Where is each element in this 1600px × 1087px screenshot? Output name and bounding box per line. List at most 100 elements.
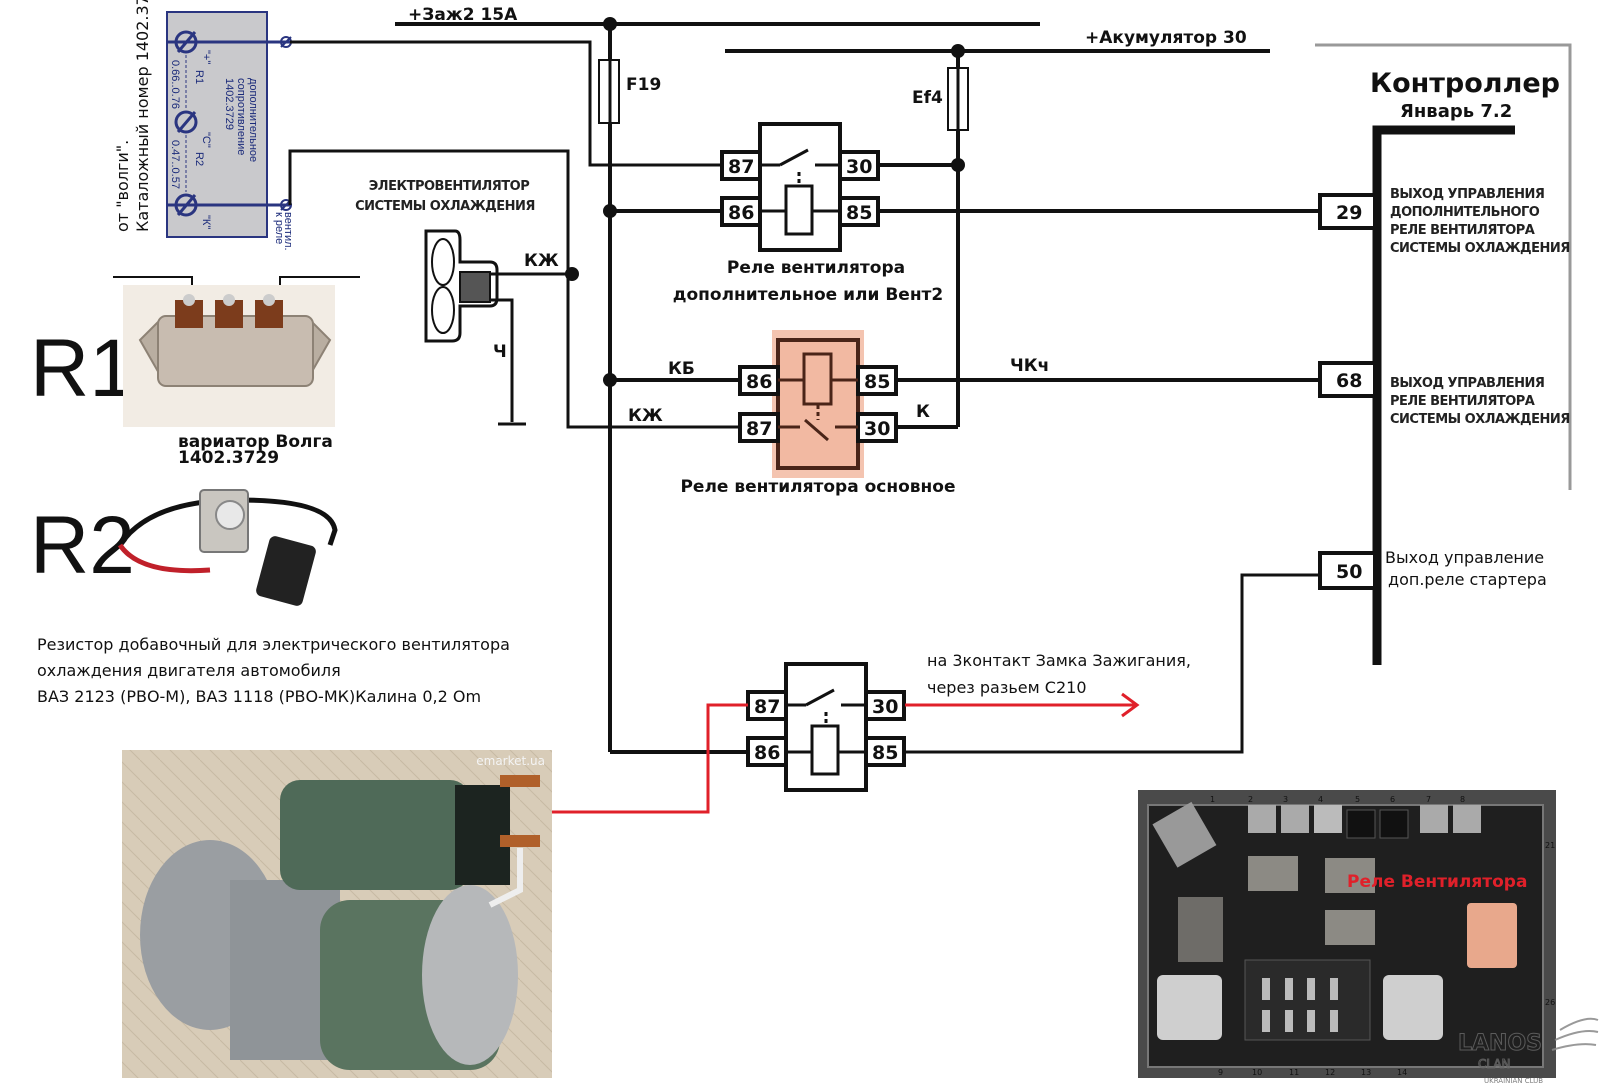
r1-value: 0.66..0.76 <box>169 60 181 109</box>
wire-resistor-k-to-relay2-87 <box>288 149 740 429</box>
relay-additional-pin-87: 87 <box>728 156 754 178</box>
wings-icon <box>1551 1017 1599 1051</box>
r2-photo: R2 Резистор добавочный для электрическог… <box>30 489 510 706</box>
terminal-k: "К" <box>200 215 212 229</box>
fuse-f19: F19 <box>598 24 661 752</box>
relay-starter-pin-86: 86 <box>754 742 780 764</box>
wire-label-kb: КБ <box>668 359 695 379</box>
fusebox-num-2: 2 <box>1248 795 1253 804</box>
lanos-clan-watermark: LANOS CLAN UKRAINIAN CLUB <box>1458 1017 1599 1085</box>
r1-caption-1: вариатор Волга <box>178 432 333 452</box>
wire-label-kzh-relay: КЖ <box>628 406 663 426</box>
terminal-plus: "+" <box>200 50 212 64</box>
pin29-desc-2: ДОПОЛНИТЕЛЬНОГО <box>1390 205 1540 220</box>
relay-starter: 87 86 30 85 на 3контакт Замка Зажигания,… <box>451 573 1320 816</box>
fuse-ef4-label: Ef4 <box>912 88 943 108</box>
fusebox-num-6: 6 <box>1390 795 1395 804</box>
resistor-side-text-1: от "волги". <box>113 140 132 232</box>
power-rails: +Заж2 15А +Акумулятор 30 <box>395 5 1270 58</box>
pin68-desc-3: СИСТЕМЫ ОХЛАЖДЕНИЯ <box>1390 412 1570 427</box>
pin50-desc-2: доп.реле стартера <box>1388 570 1547 589</box>
fusebox-num-9: 9 <box>1218 1068 1223 1077</box>
fusebox-num-12: 12 <box>1325 1068 1335 1077</box>
controller: Контроллер Январь 7.2 29 68 50 ВЫХОД УПР… <box>1315 43 1572 665</box>
fan-blade-icon <box>431 238 455 286</box>
r1-caption-2: 1402.3729 <box>178 448 279 468</box>
pin50-desc-1: Выход управление <box>1385 548 1544 567</box>
fan-label-1: ЭЛЕКТРОВЕНТИЛЯТОР <box>369 179 529 194</box>
pin29-desc-3: РЕЛЕ ВЕНТИЛЯТОРА <box>1390 223 1535 238</box>
starter-watermark: emarket.ua <box>476 754 545 768</box>
r2-caption-1: Резистор добавочный для электрического в… <box>37 635 510 654</box>
wire-label-ch: Ч <box>493 342 507 362</box>
r2-big-label: R2 <box>30 500 135 591</box>
fuse-ef4: Ef4 <box>912 51 969 427</box>
controller-pin-29: 29 <box>1336 202 1362 224</box>
terminal-c: "С" <box>200 132 212 148</box>
fusebox-photo: Реле Вентилятора 1 2 3 4 5 6 7 8 9 10 11… <box>1138 790 1599 1085</box>
fusebox-num-13: 13 <box>1361 1068 1371 1077</box>
fusebox-num-1: 1 <box>1210 795 1215 804</box>
relay-starter-pin-30: 30 <box>872 696 898 718</box>
r2-caption-3: ВАЗ 2123 (РВО-М), ВАЗ 1118 (РВО-МК)Калин… <box>37 687 481 706</box>
fusebox-num-11: 11 <box>1289 1068 1299 1077</box>
fusebox-highlight-label: Реле Вентилятора <box>1347 872 1527 892</box>
starter-note-1: на 3контакт Замка Зажигания, <box>927 651 1191 670</box>
r2-caption-2: охлаждения двигателя автомобиля <box>37 661 341 680</box>
fusebox-num-4: 4 <box>1318 795 1323 804</box>
fusebox-num-5: 5 <box>1355 795 1360 804</box>
pin29-desc-4: СИСТЕМЫ ОХЛАЖДЕНИЯ <box>1390 241 1570 256</box>
starter-photo: emarket.ua <box>122 750 552 1078</box>
wire-label-k: К <box>916 402 930 422</box>
relay-main: 86 87 85 30 Реле вентилятора основное КБ… <box>610 330 1320 497</box>
relay-additional-pin-86: 86 <box>728 202 754 224</box>
r1-photo: R1 вариатор Волга 1402.3729 <box>30 276 360 468</box>
relay-main-pin-30: 30 <box>864 418 890 440</box>
relay-main-pin-86: 86 <box>746 371 772 393</box>
fuse-f19-label: F19 <box>626 75 661 95</box>
wire-label-chkch: ЧКч <box>1010 356 1049 376</box>
to-fan-line-2: вентил. <box>282 212 294 251</box>
relay-main-pin-87: 87 <box>746 418 772 440</box>
fusebox-num-3: 3 <box>1283 795 1288 804</box>
fusebox-num-8: 8 <box>1460 795 1465 804</box>
relay-additional-pin-30: 30 <box>846 156 872 178</box>
watermark-clan: CLAN <box>1478 1057 1511 1071</box>
controller-title: Контроллер <box>1370 68 1560 99</box>
pin29-desc-1: ВЫХОД УПРАВЛЕНИЯ <box>1390 187 1544 202</box>
r2-value: 0.47..0.57 <box>169 140 181 189</box>
fusebox-num-14: 14 <box>1397 1068 1407 1077</box>
fusebox-num-7: 7 <box>1426 795 1431 804</box>
pin68-desc-1: ВЫХОД УПРАВЛЕНИЯ <box>1390 376 1544 391</box>
relay-main-label: Реле вентилятора основное <box>680 477 955 497</box>
wire-resistor-to-relay1-87 <box>290 40 740 167</box>
arrow-right-icon <box>1121 692 1140 718</box>
relay-starter-pin-85: 85 <box>872 742 898 764</box>
relay-additional-label-1: Реле вентилятора <box>727 258 905 278</box>
resistor-side-text-2: Каталожный номер 1402.3729 <box>133 0 152 232</box>
relay-starter-pin-87: 87 <box>754 696 780 718</box>
r2-symbol: R2 <box>193 152 205 166</box>
watermark-club: UKRAINIAN CLUB <box>1484 1077 1543 1085</box>
controller-subtitle: Январь 7.2 <box>1400 101 1512 122</box>
fusebox-num-26: 26 <box>1545 998 1555 1007</box>
wire-starter-solenoid <box>455 703 748 814</box>
relay-main-pin-85: 85 <box>864 371 890 393</box>
relay-additional-label-2: дополнительное или Вент2 <box>673 285 944 305</box>
cooling-fan: ЭЛЕКТРОВЕНТИЛЯТОР СИСТЕМЫ ОХЛАЖДЕНИЯ КЖ … <box>355 179 579 426</box>
pin68-desc-2: РЕЛЕ ВЕНТИЛЯТОРА <box>1390 394 1535 409</box>
resistor-block-schematic: 0.66..0.76 R1 0.47..0.57 R2 "+" "С" "К" … <box>113 0 294 251</box>
fan-motor-icon <box>459 271 491 303</box>
fan-relay-highlight <box>1467 903 1517 968</box>
to-fan-line-1: к реле <box>273 212 285 244</box>
resistor-inner-line-1: дополнительное <box>247 78 259 162</box>
fan-label-2: СИСТЕМЫ ОХЛАЖДЕНИЯ <box>355 199 535 214</box>
controller-pin-50: 50 <box>1336 561 1362 583</box>
r1-symbol: R1 <box>193 70 205 84</box>
ignition-rail-label: +Заж2 15А <box>408 5 518 25</box>
relay-additional-pin-85: 85 <box>846 202 872 224</box>
starter-note-2: через разьем С210 <box>927 678 1087 697</box>
controller-pin-68: 68 <box>1336 370 1362 392</box>
r1-big-label: R1 <box>30 323 135 414</box>
fusebox-num-10: 10 <box>1252 1068 1262 1077</box>
